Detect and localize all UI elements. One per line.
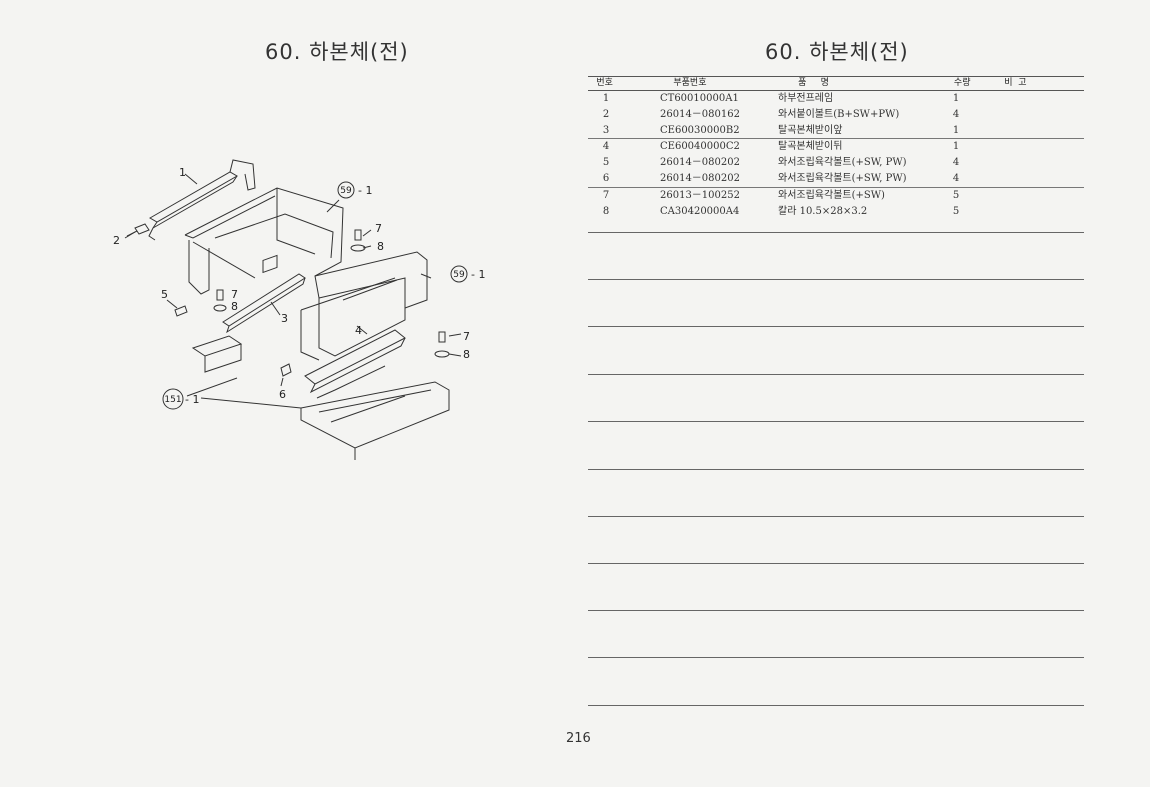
cell-number: 8: [602, 205, 610, 217]
exploded-parts-diagram: 1 2 3 4 5 6 7 8 7 8 7 8 59 - 1 59 - 1 15…: [113, 159, 485, 460]
cell-part-name: 탈곡본체받이뒤: [778, 141, 843, 153]
table-rule-line: [588, 705, 1084, 706]
parts-table: 번호 부품번호 품 명 수량 비 고 1 CT60010000A1 하부전프레임…: [588, 76, 1084, 219]
table-rule-line: [588, 279, 1084, 280]
cell-number: 6: [602, 172, 610, 184]
cell-remarks: [968, 155, 1084, 171]
label-part-8-right: 8: [463, 348, 470, 361]
label-part-8-left: 8: [231, 300, 238, 313]
cell-quantity: 4: [952, 108, 960, 120]
cell-part-name: 하부전프레임: [778, 93, 834, 104]
callout-suffix: - 1: [185, 393, 199, 406]
table-row: 8 CA30420000A4 칼라 10.5×28×3.2 5: [588, 204, 1084, 220]
cell-remarks: [968, 91, 1084, 107]
cell-quantity: 4: [952, 157, 960, 169]
cell-part-name: 와서붙이볼트(B+SW+PW): [778, 108, 900, 120]
table-rule-line: [588, 326, 1084, 327]
table-rule-line: [588, 610, 1084, 611]
callout-ref: 59: [453, 270, 465, 280]
label-part-5: 5: [161, 288, 168, 301]
table-row: 3 CE60030000B2 탈곡본체받이앞 1: [588, 123, 1084, 139]
callout-suffix: - 1: [471, 268, 485, 281]
table-row: 7 26013－100252 와서조립육각볼트(+SW) 5: [588, 186, 1084, 204]
page-number: 216: [566, 731, 591, 746]
label-part-7-right: 7: [463, 330, 470, 343]
cell-quantity: 5: [952, 189, 960, 201]
cell-part-name: 칼라 10.5×28×3.2: [778, 205, 868, 217]
label-part-1: 1: [179, 166, 186, 179]
cell-part-number: CT60010000A1: [660, 93, 739, 104]
cell-remarks: [968, 188, 1084, 204]
label-part-2: 2: [113, 234, 120, 247]
cell-remarks: [968, 204, 1084, 220]
callout-suffix: - 1: [358, 184, 372, 197]
header-remarks: 비 고: [1004, 78, 1027, 88]
callout-151: 151 - 1: [162, 388, 199, 410]
cell-remarks: [968, 123, 1084, 139]
cell-part-number: 26014－080202: [660, 157, 740, 169]
cell-quantity: 1: [952, 124, 960, 136]
page-title-left: 60. 하본체(전): [265, 40, 409, 64]
cell-number: 7: [602, 189, 610, 201]
cell-part-name: 탈곡본체받이앞: [778, 124, 843, 136]
cell-number: 2: [602, 108, 610, 120]
page-title-right: 60. 하본체(전): [765, 40, 909, 64]
cell-number: 4: [602, 141, 610, 153]
cell-part-number: 26014－080202: [660, 172, 740, 184]
table-rule-line: [588, 657, 1084, 658]
callout-59-top: 59 - 1: [337, 181, 372, 199]
table-rule-line: [588, 469, 1084, 470]
label-part-8-top: 8: [377, 240, 384, 253]
cell-part-name: 와서조립육각볼트(+SW, PW): [778, 157, 907, 169]
table-row: 4 CE60040000C2 탈곡본체받이뒤 1: [588, 138, 1084, 155]
cell-number: 1: [602, 93, 610, 104]
diagram-drawing: [124, 159, 462, 460]
header-part-number: 부품번호: [673, 78, 707, 88]
table-header: 번호 부품번호 품 명 수량 비 고: [588, 76, 1084, 91]
header-part-name: 품 명: [798, 78, 829, 88]
header-quantity: 수량: [953, 78, 971, 88]
cell-remarks: [968, 139, 1084, 155]
table-row: 1 CT60010000A1 하부전프레임 1: [588, 91, 1084, 107]
label-part-7-left: 7: [231, 288, 238, 301]
cell-part-name: 와서조립육각볼트(+SW): [778, 189, 885, 201]
cell-quantity: 1: [952, 93, 960, 104]
label-part-7-top: 7: [375, 222, 382, 235]
cell-quantity: 4: [952, 172, 960, 184]
table-row: 5 26014－080202 와서조립육각볼트(+SW, PW) 4: [588, 155, 1084, 171]
label-part-6: 6: [279, 388, 286, 401]
callout-ref: 151: [164, 395, 181, 405]
cell-part-number: CE60040000C2: [660, 141, 740, 153]
label-part-3: 3: [281, 312, 288, 325]
cell-remarks: [968, 107, 1084, 123]
table-rule-line: [588, 421, 1084, 422]
cell-quantity: 1: [952, 141, 960, 153]
table-rule-line: [588, 563, 1084, 564]
table-row: 2 26014－080162 와서붙이볼트(B+SW+PW) 4: [588, 107, 1084, 123]
cell-remarks: [968, 171, 1084, 187]
callout-ref: 59: [340, 186, 352, 196]
table-rule-line: [588, 516, 1084, 517]
cell-number: 5: [602, 157, 610, 169]
cell-part-number: 26014－080162: [660, 108, 740, 120]
cell-quantity: 5: [952, 205, 960, 217]
header-number: 번호: [596, 78, 613, 88]
callout-59-right: 59 - 1: [450, 265, 485, 283]
cell-part-number: CA30420000A4: [660, 205, 740, 217]
label-part-4: 4: [355, 324, 362, 337]
cell-part-number: CE60030000B2: [660, 124, 740, 136]
cell-number: 3: [602, 124, 610, 136]
table-row: 6 26014－080202 와서조립육각볼트(+SW, PW) 4: [588, 171, 1084, 187]
cell-part-name: 와서조립육각볼트(+SW, PW): [778, 172, 907, 184]
table-rule-line: [588, 374, 1084, 375]
cell-part-number: 26013－100252: [660, 189, 740, 201]
table-rule-line: [588, 232, 1084, 233]
